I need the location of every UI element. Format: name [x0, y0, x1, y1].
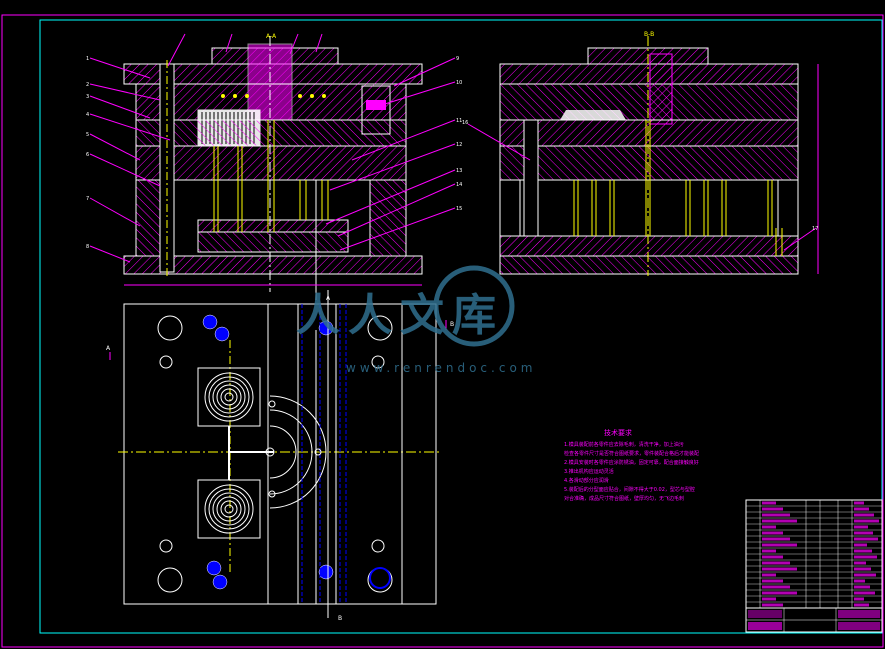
- section-view-bb: [467, 36, 819, 276]
- parts-row-material: [854, 561, 866, 565]
- parts-row-text: [762, 501, 776, 505]
- parts-row-text: [762, 549, 776, 553]
- parts-row-text: [762, 555, 783, 559]
- outer-border: [1, 14, 884, 648]
- parts-list-table: [745, 499, 883, 609]
- section-view-aa: [123, 36, 423, 300]
- callout-numbers-bb: 16 17: [462, 120, 818, 232]
- callout-number: 5: [86, 132, 89, 138]
- title-block: [745, 607, 883, 633]
- callout-number: 7: [86, 196, 89, 202]
- parts-row-material: [854, 513, 874, 517]
- parts-row-material: [854, 531, 873, 535]
- tech-title: 技术要求: [604, 428, 632, 437]
- section-mark-b-bottom: B: [338, 615, 342, 622]
- parts-row-text: [762, 525, 776, 529]
- parts-row-material: [854, 519, 879, 523]
- parts-row-material: [854, 507, 869, 511]
- section-mark-a-top: A: [326, 295, 331, 302]
- parts-row-text: [762, 561, 790, 565]
- parts-row-material: [854, 567, 871, 571]
- parts-row-material: [854, 501, 864, 505]
- callout-number: 12: [456, 142, 462, 148]
- parts-row-text: [762, 603, 783, 607]
- parts-row-text: [762, 543, 797, 547]
- parts-row-text: [762, 537, 790, 541]
- callout-number: 6: [86, 152, 89, 158]
- parts-row-material: [854, 543, 867, 547]
- tech-line: 4.各滑动部分应润滑: [564, 477, 609, 484]
- tech-line: 1.模具装配前各零件应去除毛刺，清洗干净，加上油污: [564, 441, 684, 448]
- parts-row-text: [762, 567, 797, 571]
- plan-view: [109, 290, 447, 618]
- callout-number: 3: [86, 94, 89, 100]
- section-mark-a: A: [106, 345, 111, 352]
- callout-number: 8: [86, 244, 89, 250]
- tech-line: 5.装配后的分型面应贴合，间隙不得大于0.02，型芯与型腔: [564, 486, 695, 493]
- callout-number: 1: [86, 56, 89, 62]
- parts-row-material: [854, 525, 868, 529]
- parts-row-material: [854, 549, 872, 553]
- tech-line: 2.模具安装时各零件应涂防锈油，固定可靠，配合面接触良好: [564, 459, 699, 466]
- tech-line: 检查各零件尺寸是否符合图纸要求，零件装配合格后才能装配: [564, 450, 699, 457]
- tech-line: 对合准确，成品尺寸符合图纸，壁厚均匀，无飞边毛刺: [564, 495, 684, 502]
- parts-row-material: [854, 573, 876, 577]
- section-mark-b: B: [450, 321, 454, 328]
- watermark-url: www.renrendoc.com: [346, 361, 536, 375]
- tech-line: 3.推出机构应运动灵活: [564, 468, 614, 475]
- parts-row-material: [854, 585, 870, 589]
- parts-row-text: [762, 573, 776, 577]
- watermark-logo-ring: [433, 265, 515, 347]
- section-label-aa: A-A: [266, 33, 277, 40]
- callout-numbers-aa: 1 2 3 4 5 6 7 8 9 10 11 12 13 14 15: [86, 56, 462, 250]
- watermark: 人人文库 www.renrendoc.com: [296, 265, 536, 375]
- parts-row-material: [854, 537, 878, 541]
- parts-row-text: [762, 507, 783, 511]
- callout-number: 9: [456, 56, 459, 62]
- parts-row-text: [762, 585, 790, 589]
- parts-row-text: [762, 591, 797, 595]
- callout-number: 15: [456, 206, 462, 212]
- inner-frame: [39, 19, 883, 634]
- parts-row-text: [762, 579, 783, 583]
- callout-number: 14: [456, 182, 462, 188]
- callout-number: 17: [812, 226, 818, 232]
- callout-number: 4: [86, 112, 89, 118]
- parts-row-material: [854, 579, 865, 583]
- parts-row-material: [854, 597, 864, 601]
- callout-number: 16: [462, 120, 468, 126]
- callout-number: 10: [456, 80, 462, 86]
- callout-number: 13: [456, 168, 462, 174]
- parts-row-material: [854, 555, 877, 559]
- parts-row-text: [762, 513, 790, 517]
- watermark-text: 人人文库: [296, 290, 504, 341]
- parts-row-text: [762, 597, 776, 601]
- plan-marks: A B A B: [106, 295, 454, 622]
- parts-row-text: [762, 519, 797, 523]
- parts-row-text: [762, 531, 783, 535]
- callout-number: 11: [456, 118, 462, 124]
- callout-number: 2: [86, 82, 89, 88]
- leader-lines-aa: [89, 33, 456, 263]
- section-label-bb: B-B: [644, 31, 654, 38]
- parts-row-material: [854, 603, 869, 607]
- technical-requirements: 技术要求 1.模具装配前各零件应去除毛刺，清洗干净，加上油污 检查各零件尺寸是否…: [564, 428, 699, 502]
- parts-row-material: [854, 591, 875, 595]
